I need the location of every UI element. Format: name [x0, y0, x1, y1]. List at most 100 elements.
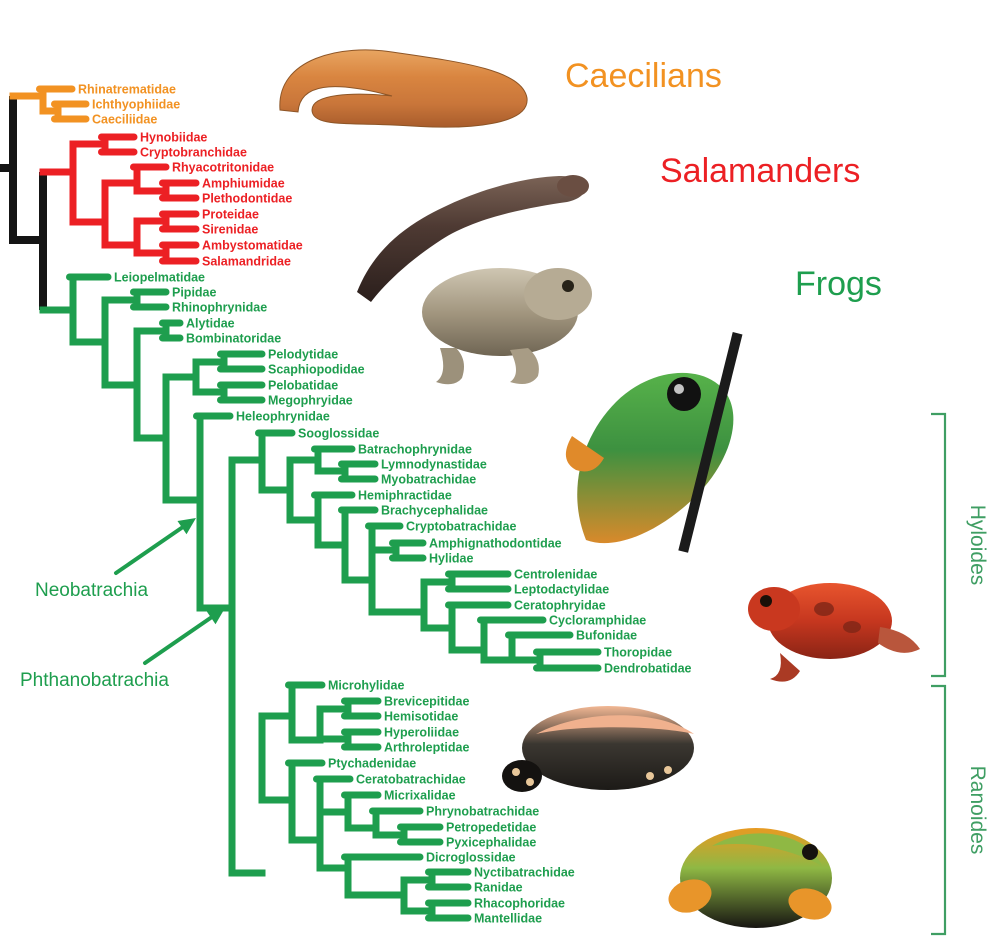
- tip-label-amphiumidae: Amphiumidae: [202, 176, 285, 190]
- tip-label-hylidae: Hylidae: [429, 551, 474, 565]
- tip-label-myobatrachidae: Myobatrachidae: [381, 472, 476, 486]
- clade-node-hyl_b: [258, 460, 294, 520]
- tip-label-bufonidae: Bufonidae: [576, 628, 637, 642]
- group-bracket-hyloides: Hyloides: [931, 412, 989, 678]
- clade-node-hyl_e: [286, 495, 322, 545]
- bracket-line: [931, 412, 947, 678]
- tip-label-sooglossidae: Sooglossidae: [298, 426, 379, 440]
- clade-node-ran_f: [258, 763, 296, 840]
- tip-label-ranidae: Ranidae: [474, 880, 523, 894]
- branch-layer: [0, 85, 602, 922]
- tip-label-sirenidae: Sirenidae: [202, 222, 258, 236]
- tip-label-heleophrynidae: Heleophrynidae: [236, 409, 330, 423]
- clade-node-ran_i: [344, 811, 380, 835]
- tip-label-leptodactylidae: Leptodactylidae: [514, 582, 609, 596]
- clade-title-frogs: Frogs: [795, 265, 882, 303]
- toad-photo: [422, 268, 592, 385]
- tip-label-pelobatidae: Pelobatidae: [268, 378, 338, 392]
- clade-node-frog_root: [39, 277, 77, 342]
- tip-label-nyctibatrachidae: Nyctibatrachidae: [474, 865, 575, 879]
- tip-label-cryptobranchidae: Cryptobranchidae: [140, 145, 247, 159]
- tip-label-ambystomatidae: Ambystomatidae: [202, 238, 303, 252]
- tip-label-amphignathodontidae: Amphignathodontidae: [429, 536, 562, 550]
- clade-title-salamanders: Salamanders: [660, 152, 860, 190]
- annotation-arrow-shaft: [143, 615, 213, 665]
- clade-node-hyl_i: [368, 582, 428, 628]
- tip-label-bombinatoridae: Bombinatoridae: [186, 331, 281, 345]
- clade-node-batrachia: [9, 172, 47, 310]
- bracket-label: Hyloides: [966, 505, 989, 586]
- tip-label-phrynobatrachidae: Phrynobatrachidae: [426, 804, 539, 818]
- clade-node-caec_a: [9, 89, 47, 111]
- clade-node-hyl_k: [420, 605, 456, 650]
- clade-node-neobat: [162, 416, 204, 608]
- salamander-photo: [357, 175, 589, 302]
- clade-node-ran_a: [228, 716, 266, 877]
- tip-label-alytidae: Alytidae: [186, 316, 235, 330]
- tip-label-caeciliidae: Caeciliidae: [92, 112, 157, 126]
- annotation-label: Phthanobatrachia: [20, 670, 169, 691]
- clade-node-hyl_c: [286, 449, 322, 471]
- tip-label-megophryidae: Megophryidae: [268, 393, 353, 407]
- bracket-line: [931, 684, 947, 936]
- tip-label-layer: RhinatrematidaeIchthyophiidaeCaeciliidae…: [78, 82, 692, 925]
- clade-node-frog_a: [69, 300, 109, 385]
- tip-label-salamandridae: Salamandridae: [202, 254, 291, 268]
- caecilian-photo: [279, 49, 528, 128]
- tip-label-scaphiopodidae: Scaphiopodidae: [268, 362, 365, 376]
- tip-label-brevicepitidae: Brevicepitidae: [384, 694, 470, 708]
- annotation-label: Neobatrachia: [35, 580, 148, 601]
- tip-label-mantellidae: Mantellidae: [474, 911, 542, 925]
- tip-label-dicroglossidae: Dicroglossidae: [426, 850, 516, 864]
- clade-node-sal_root: [39, 144, 77, 222]
- photo-layer: [279, 49, 920, 928]
- tip-label-pyxicephalidae: Pyxicephalidae: [446, 835, 536, 849]
- treefrog-photo: [565, 332, 743, 553]
- clade-node-ran_l: [344, 880, 408, 911]
- node-annotation: Neobatrachia: [35, 518, 196, 601]
- clade-node-ran_g: [288, 779, 324, 868]
- annotation-arrow-shaft: [114, 525, 184, 575]
- clade-node-hyl_g: [341, 526, 376, 612]
- tip-label-thoropidae: Thoropidae: [604, 645, 672, 659]
- tip-label-hynobiidae: Hynobiidae: [140, 130, 207, 144]
- tip-label-proteidae: Proteidae: [202, 207, 259, 221]
- tip-label-pipidae: Pipidae: [172, 285, 217, 299]
- tip-label-rhyacotritonidae: Rhyacotritonidae: [172, 160, 274, 174]
- node-annotation: Phthanobatrachia: [20, 608, 225, 691]
- tip-label-rhinophrynidae: Rhinophrynidae: [172, 300, 267, 314]
- tip-label-ceratobatrachidae: Ceratobatrachidae: [356, 772, 466, 786]
- tip-label-petropedetidae: Petropedetidae: [446, 820, 536, 834]
- tip-label-centrolenidae: Centrolenidae: [514, 567, 597, 581]
- bracket-label: Ranoides: [966, 766, 989, 855]
- tip-label-micrixalidae: Micrixalidae: [384, 788, 456, 802]
- rain-frog-photo: [502, 706, 694, 792]
- tip-label-ichthyophiidae: Ichthyophiidae: [92, 97, 180, 111]
- tip-label-ceratophryidae: Ceratophryidae: [514, 598, 606, 612]
- clade-node-ran_b: [258, 685, 296, 740]
- tip-label-pelodytidae: Pelodytidae: [268, 347, 338, 361]
- annotation-arrow-head: [177, 518, 196, 535]
- group-bracket-ranoides: Ranoides: [931, 684, 989, 936]
- clade-node-ran_h: [316, 795, 352, 828]
- annotation-arrow-head: [206, 608, 225, 625]
- tip-label-cryptobatrachidae: Cryptobatrachidae: [406, 519, 516, 533]
- tip-label-cycloramphidae: Cycloramphidae: [549, 613, 646, 627]
- tip-label-hemiphractidae: Hemiphractidae: [358, 488, 452, 502]
- clade-node-hyl_f: [314, 510, 349, 580]
- clade-node-ran_k: [316, 857, 352, 895]
- tip-label-rhinatrematidae: Rhinatrematidae: [78, 82, 176, 96]
- tip-label-plethodontidae: Plethodontidae: [202, 191, 292, 205]
- clade-node-phthano: [196, 460, 236, 873]
- tip-label-rhacophoridae: Rhacophoridae: [474, 896, 565, 910]
- clade-node-hyl_a: [228, 433, 266, 490]
- mantella-photo: [668, 828, 832, 928]
- tip-label-arthroleptidae: Arthroleptidae: [384, 740, 469, 754]
- clade-node-sal_c: [101, 167, 141, 191]
- tip-label-lymnodynastidae: Lymnodynastidae: [381, 457, 487, 471]
